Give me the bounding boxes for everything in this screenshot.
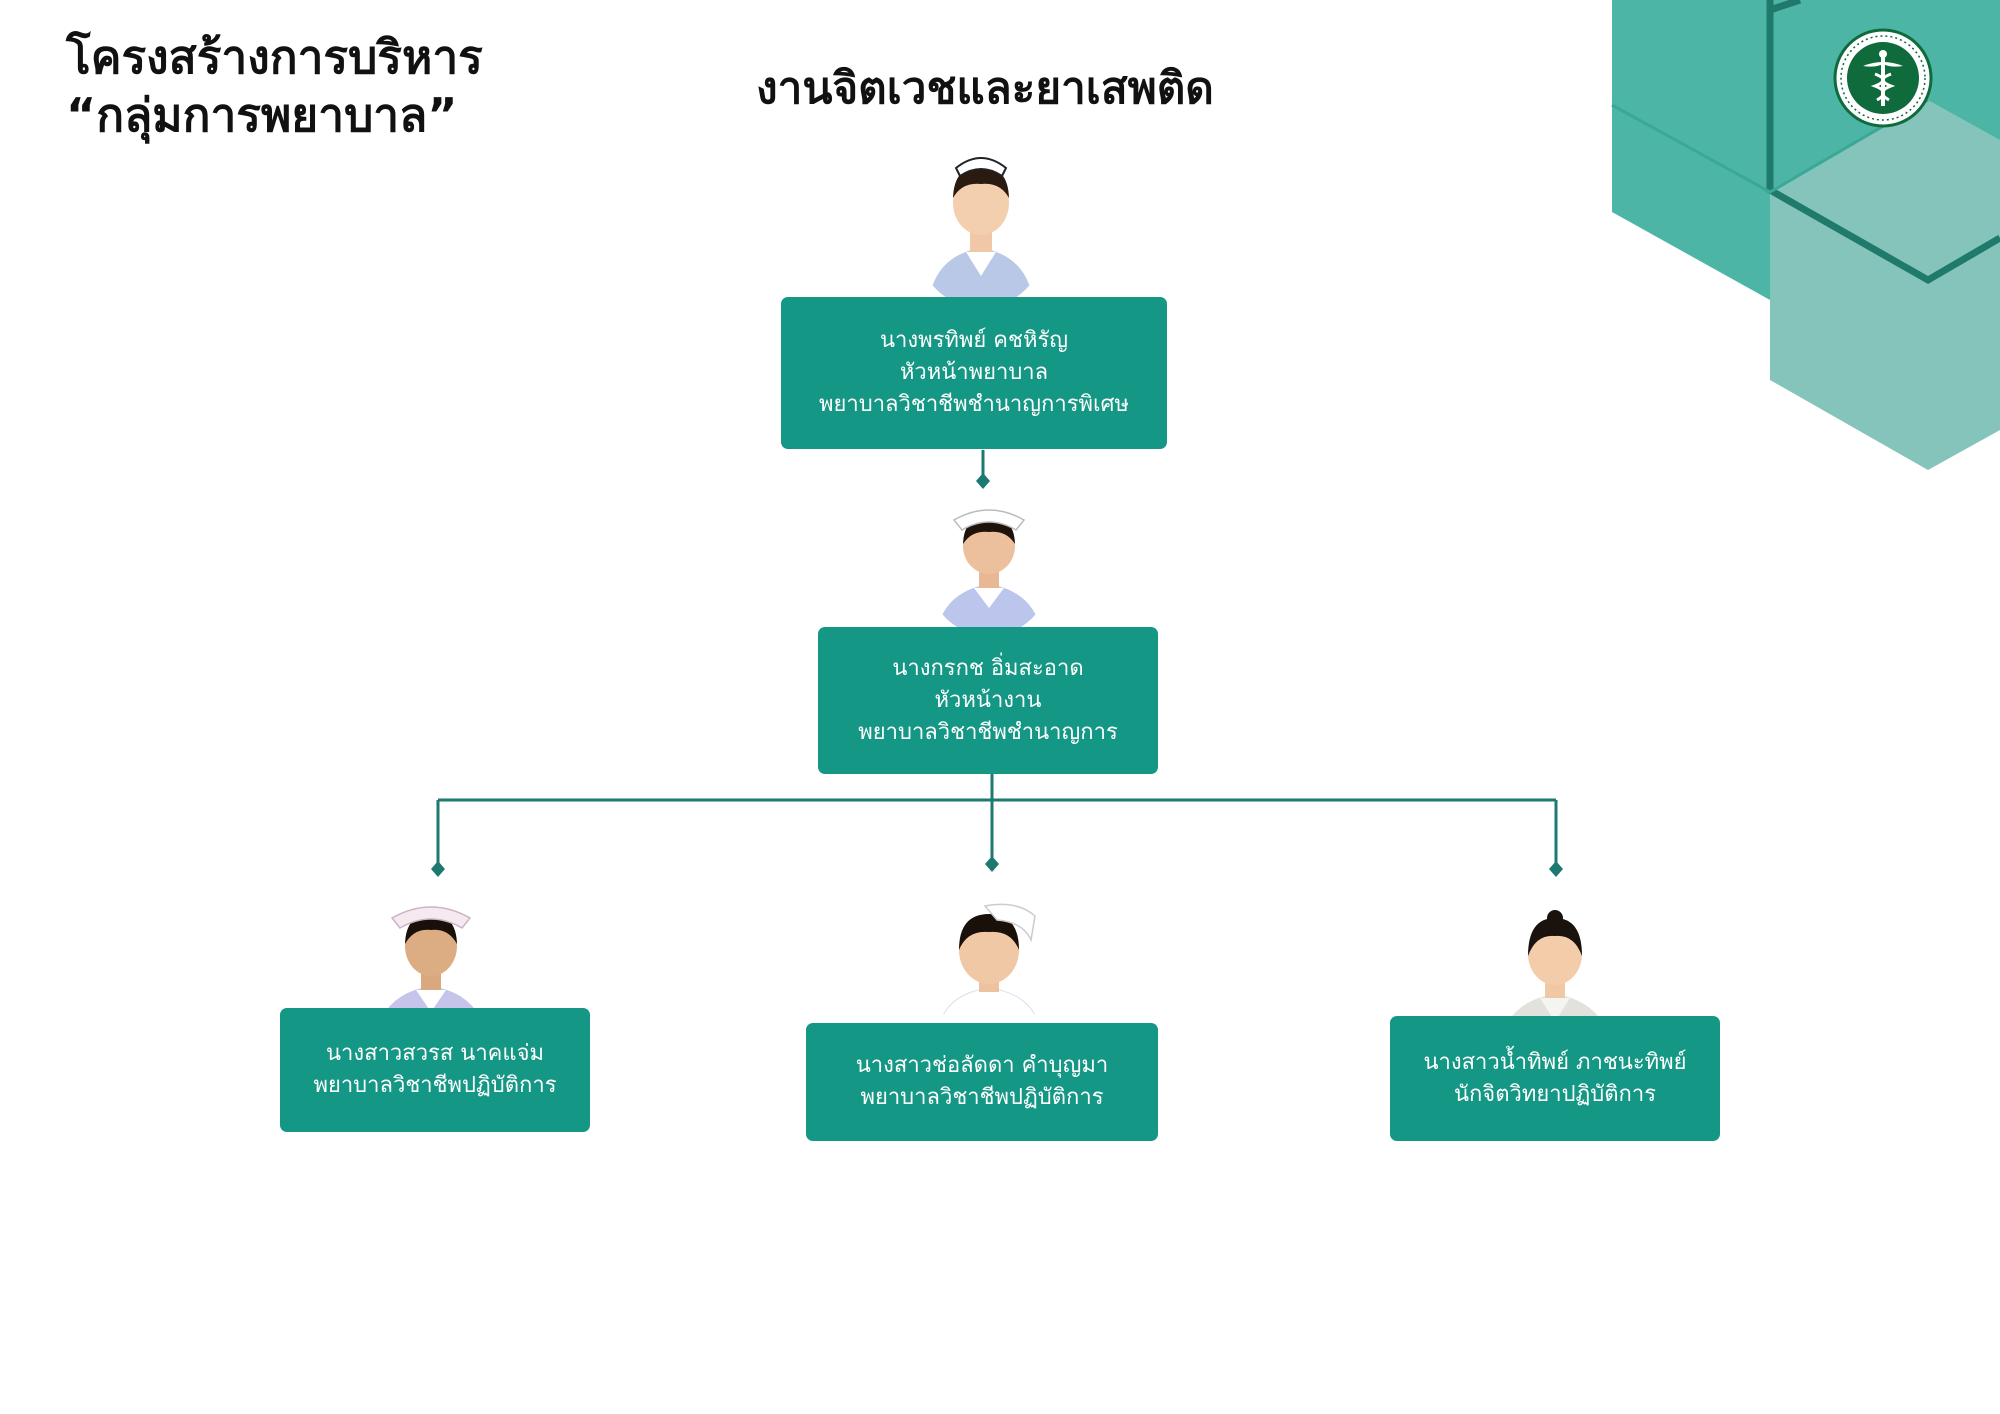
department-title: งานจิตเวชและยาเสพติด <box>756 63 1214 114</box>
org-card-manager: นางกรกช อิ่มสะอาด หัวหน้างาน พยาบาลวิชาช… <box>818 627 1158 774</box>
hospital-logo <box>1833 28 1933 128</box>
staff-2-name: นางสาวช่อลัดดา คำบุญมา <box>855 1053 1109 1078</box>
staff-3-name: นางสาวน้ำทิพย์ ภาชนะทิพย์ <box>1423 1049 1687 1075</box>
head-photo <box>918 148 1044 308</box>
org-card-staff-1: นางสาวสวรส นาคแจ่ม พยาบาลวิชาชีพปฏิบัติก… <box>280 1008 590 1132</box>
staff-3-position: นักจิตวิทยาปฏิบัติการ <box>1453 1081 1657 1107</box>
head-name: นางพรทิพย์ คชหิรัญ <box>879 328 1069 353</box>
main-title: โครงสร้างการบริหาร “กลุ่มการพยาบาล” <box>66 28 483 144</box>
head-role: หัวหน้าพยาบาล <box>899 360 1049 385</box>
org-card-staff-3: นางสาวน้ำทิพย์ ภาชนะทิพย์ นักจิตวิทยาปฏิ… <box>1390 1016 1720 1141</box>
nurse-photo-icon <box>936 903 1042 1034</box>
main-title-line2: “กลุ่มการพยาบาล” <box>66 88 458 142</box>
staff-1-position: พยาบาลวิชาชีพปฏิบัติการ <box>313 1073 557 1098</box>
staff-1-name: นางสาวสวรส นาคแจ่ม <box>326 1041 544 1066</box>
manager-name: นางกรกช อิ่มสะอาด <box>892 655 1084 681</box>
manager-photo <box>928 502 1050 636</box>
manager-role: หัวหน้างาน <box>934 687 1042 713</box>
staff-2-position: พยาบาลวิชาชีพปฏิบัติการ <box>860 1085 1104 1110</box>
nurse-photo-icon <box>928 157 1034 308</box>
org-card-staff-2: นางสาวช่อลัดดา คำบุญมา พยาบาลวิชาชีพปฏิบ… <box>806 1023 1158 1141</box>
head-position: พยาบาลวิชาชีพชำนาญการพิเศษ <box>818 392 1130 417</box>
main-title-line1: โครงสร้างการบริหาร <box>66 30 483 84</box>
staff-2-photo <box>927 896 1051 1034</box>
caduceus-seal-icon <box>1833 28 1933 128</box>
manager-position: พยาบาลวิชาชีพชำนาญการ <box>858 719 1118 745</box>
org-card-head: นางพรทิพย์ คชหิรัญ หัวหน้าพยาบาล พยาบาลว… <box>781 297 1167 449</box>
nurse-photo-icon <box>936 509 1042 636</box>
